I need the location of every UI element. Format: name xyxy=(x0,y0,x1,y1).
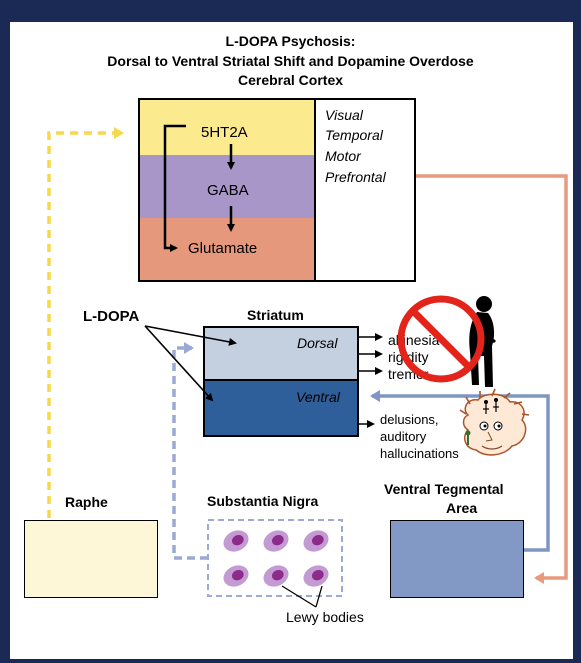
substantia-nigra-label: Substantia Nigra xyxy=(207,493,319,509)
lewy-bodies-pointer xyxy=(281,585,323,608)
striatum-title: Striatum xyxy=(247,307,304,323)
nigral-path-arrow xyxy=(172,342,208,560)
symptom-auditory: auditory xyxy=(380,429,427,444)
symptom-delusions: delusions, xyxy=(380,412,439,427)
ldopa-label: L-DOPA xyxy=(83,308,140,325)
striatum-divider xyxy=(204,379,358,381)
mesolimbic-path-arrow xyxy=(370,390,550,552)
hallucination-face-icon xyxy=(459,388,530,456)
no-symbol-icon xyxy=(397,295,485,383)
region-temporal: Temporal xyxy=(325,127,383,143)
symptom-hallucinations: hallucinations xyxy=(380,446,459,461)
striatum-dorsal xyxy=(204,327,358,380)
bottom-border xyxy=(0,659,581,663)
cortex-title: Cerebral Cortex xyxy=(237,72,344,88)
lewy-bodies-label: Lewy bodies xyxy=(286,609,364,625)
lewy-body-cells xyxy=(223,530,329,587)
raphe-box xyxy=(24,520,158,598)
ldopa-arrows xyxy=(144,325,237,402)
region-motor: Motor xyxy=(325,148,361,164)
dorsal-label: Dorsal xyxy=(297,335,338,351)
label-glutamate: Glutamate xyxy=(188,240,258,257)
vta-label-line-2: Area xyxy=(446,500,478,516)
title-line-2: Dorsal to Ventral Striatal Shift and Dop… xyxy=(107,53,474,69)
region-visual: Visual xyxy=(325,107,363,123)
vta-label-line-1: Ventral Tegmental xyxy=(384,481,504,497)
right-border xyxy=(573,0,581,663)
vta-box xyxy=(390,520,524,598)
left-border xyxy=(0,0,10,663)
top-border xyxy=(0,0,581,22)
mesocortical-path-arrow xyxy=(416,174,568,584)
serotonin-path-arrow xyxy=(47,127,124,518)
raphe-label: Raphe xyxy=(65,494,108,510)
dorsal-symptom-arrows xyxy=(359,333,383,375)
ventral-label: Ventral xyxy=(296,389,340,405)
striatum-box xyxy=(203,326,359,437)
region-prefrontal: Prefrontal xyxy=(325,169,386,185)
cortex-internal-arrows xyxy=(163,124,235,252)
label-gaba: GABA xyxy=(207,182,249,199)
striatum-ventral xyxy=(204,380,358,436)
title-line-1: L-DOPA Psychosis: xyxy=(225,33,356,49)
cortex-regions-box xyxy=(314,98,416,282)
label-5ht2a: 5HT2A xyxy=(201,124,248,141)
cortex-layer-gaba xyxy=(139,155,314,218)
substantia-nigra-box xyxy=(207,519,343,597)
